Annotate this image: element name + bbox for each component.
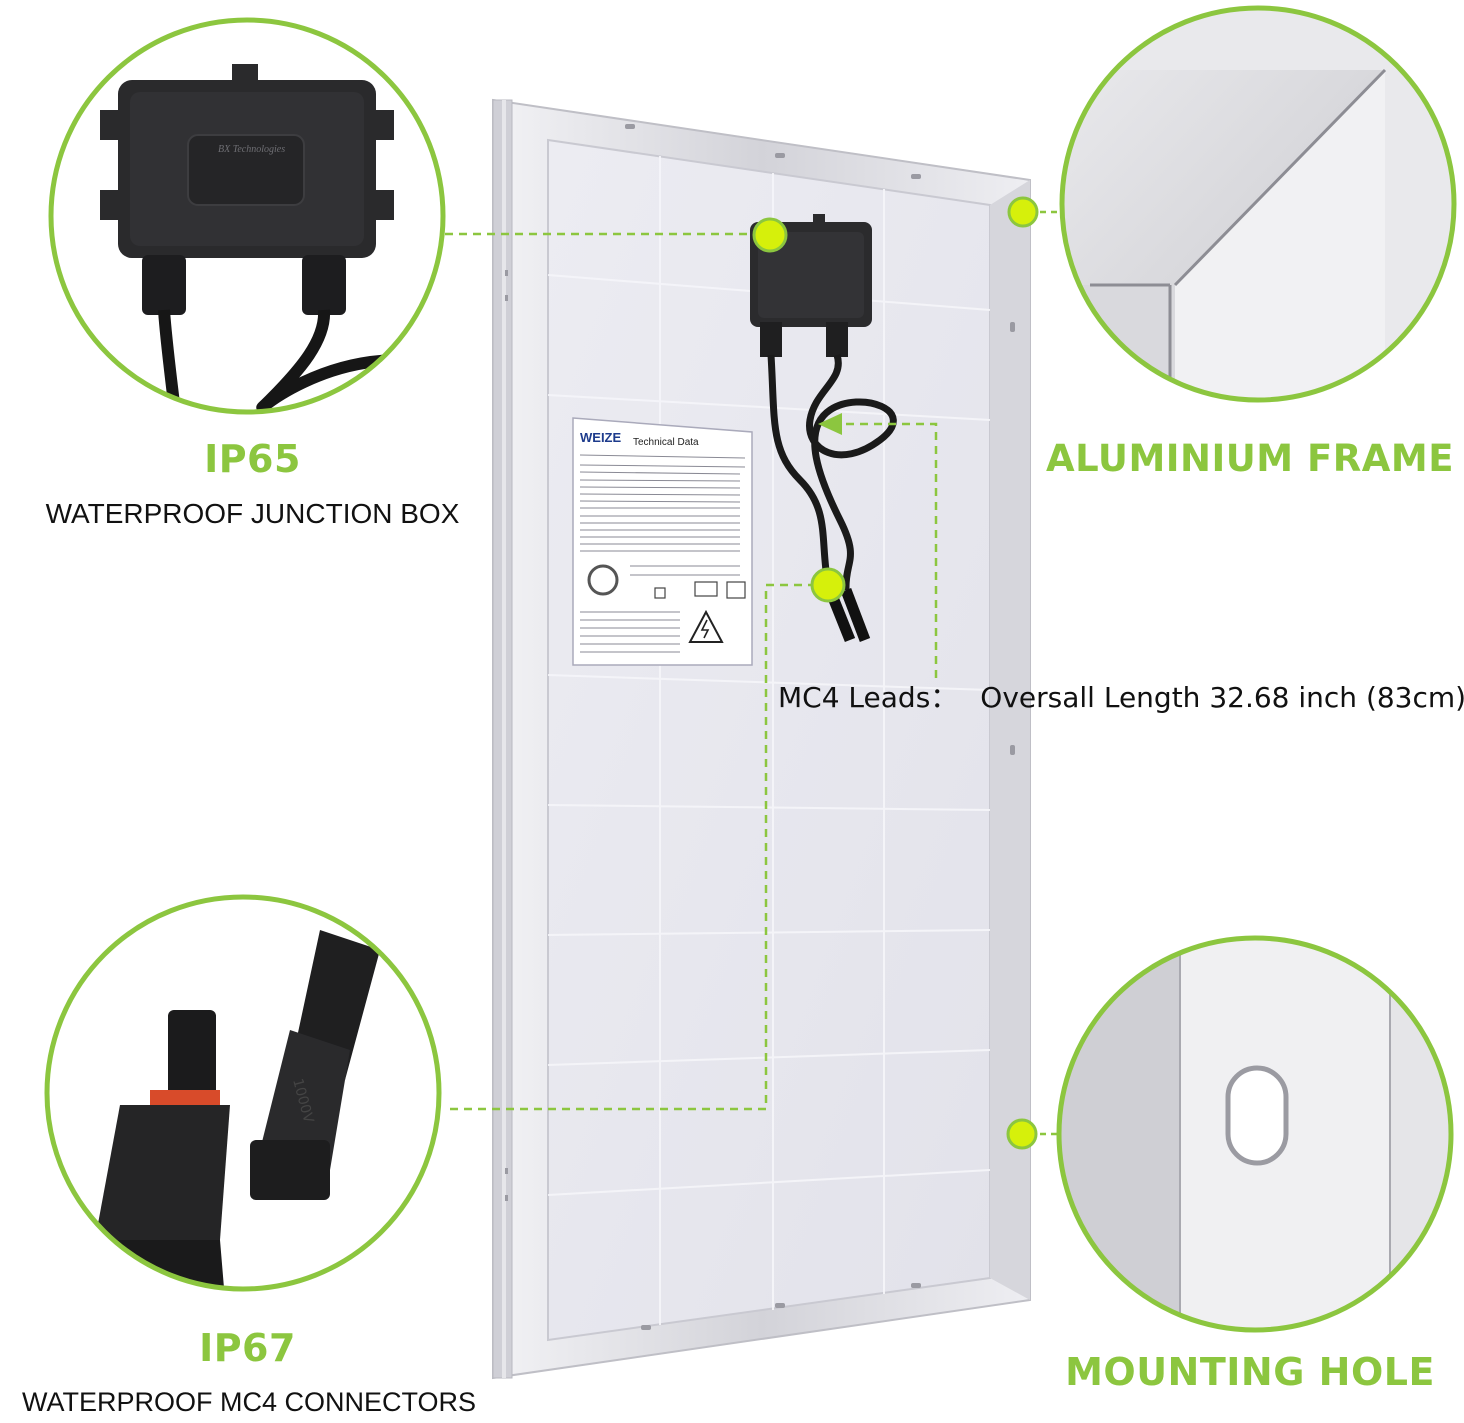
junction-box-rating: IP65 [204,437,301,481]
leader-lines [445,232,938,1111]
connectors-rating: IP67 [199,1326,296,1370]
technical-data-label: WEIZE Technical Data [572,417,753,666]
junction-box-closeup: BX Technologies [48,17,446,415]
label-heading: Technical Data [633,437,699,448]
aluminium-frame-closeup [1059,5,1457,403]
double-insulation-icon [654,587,666,599]
mc4-leads-value: Oversall Length 32.68 inch (83cm) [980,681,1464,714]
mc4-lead-arrow-icon [818,413,842,435]
hotspot-junction-box[interactable] [752,217,788,253]
electrical-hazard-icon [688,609,724,643]
mc4-connectors-closeup: 1000V [44,894,442,1292]
connectors-caption: WATERPROOF MC4 CONNECTORS [21,1387,477,1417]
hotspot-aluminium-frame[interactable] [1007,196,1062,228]
mc4-leads-label: MC4 Leads： [778,681,959,714]
mc4-leads-spec: MC4 Leads： Oversall Length 32.68 inch (83… [778,676,1464,716]
junction-box-on-panel [750,214,897,643]
mounting-hole-caption: MOUNTING HOLE [1065,1350,1435,1394]
aluminium-frame-caption: ALUMINIUM FRAME [1046,437,1454,480]
certification-logo-icon [587,564,619,596]
hotspot-mounting-hole[interactable] [1006,1118,1060,1150]
hotspot-mc4-connector[interactable] [810,567,846,603]
ce-mark-icon [694,581,718,597]
recycle-mark-icon [726,581,746,599]
junction-brand-text: BX Technologies [218,144,285,155]
label-brand: WEIZE [580,430,621,445]
junction-box-caption: WATERPROOF JUNCTION BOX [45,498,460,529]
mounting-hole-closeup [1056,935,1454,1333]
